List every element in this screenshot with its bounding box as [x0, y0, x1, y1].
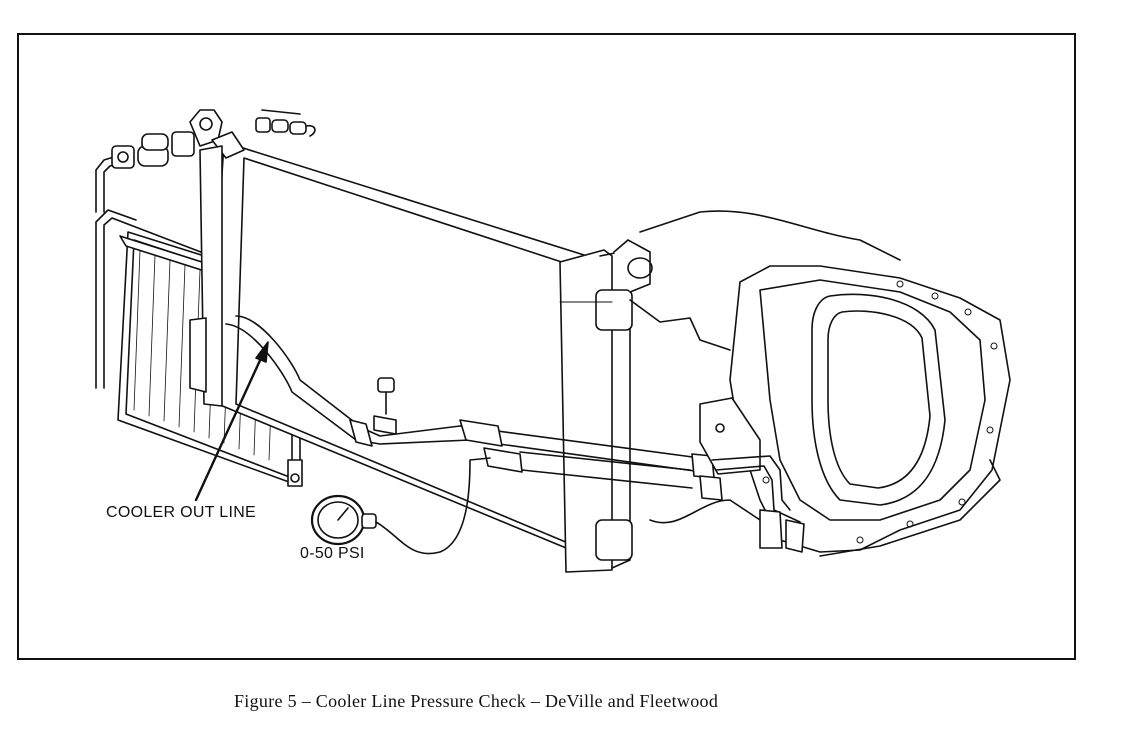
figure-caption: Figure 5 – Cooler Line Pressure Check – …: [234, 691, 719, 711]
cooler-out-line-arrow: [194, 341, 269, 502]
engine: [629, 210, 901, 524]
diagram-frame: [17, 33, 1076, 660]
radiator: [189, 131, 653, 573]
line-clamp: [373, 377, 397, 435]
cooler-out-line-label: COOLER OUT LINE: [106, 504, 257, 521]
cooler-lines: [225, 315, 723, 501]
gauge-range-label: 0-50 PSI: [300, 545, 365, 562]
top-fittings: [255, 109, 316, 137]
pressure-gauge: [310, 457, 491, 555]
transmission-fittings: [699, 397, 805, 553]
transmission: [729, 265, 1011, 557]
